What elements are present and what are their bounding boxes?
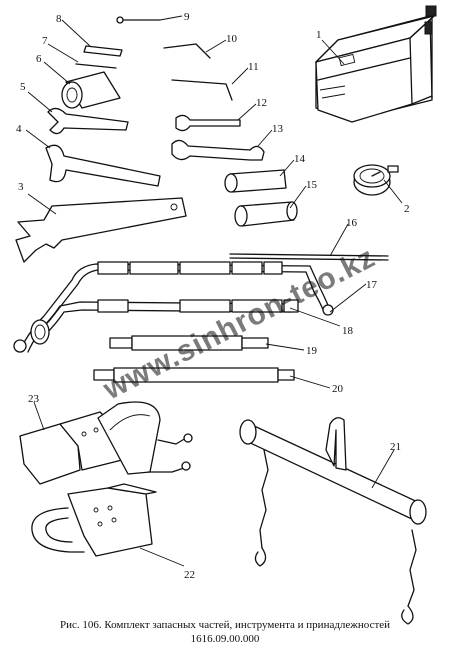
callout-3: 3 xyxy=(18,181,24,193)
callout-9: 9 xyxy=(184,11,190,23)
callout-12: 12 xyxy=(256,97,267,109)
item-8-tube xyxy=(61,19,123,57)
item-11-hex-key xyxy=(171,67,249,101)
callout-22: 22 xyxy=(184,569,195,581)
callout-10: 10 xyxy=(226,33,238,45)
figure-code: 1616.09.00.000 xyxy=(190,633,260,645)
item-16-rod xyxy=(229,223,389,261)
callout-21: 21 xyxy=(390,441,401,453)
item-12-spanner xyxy=(175,103,257,132)
callout-18: 18 xyxy=(342,325,354,337)
item-2-pressure-gauge xyxy=(353,164,403,204)
item-18-pipe xyxy=(30,299,341,345)
item-3-large-wrench xyxy=(15,193,187,263)
callout-15: 15 xyxy=(306,179,318,191)
callout-13: 13 xyxy=(272,123,284,135)
item-23-adapter xyxy=(19,401,193,485)
item-21-tow-bar xyxy=(239,417,427,625)
item-19-hose xyxy=(109,335,305,351)
item-22-hitch-block xyxy=(31,483,185,567)
callout-7: 7 xyxy=(42,35,48,47)
callout-4: 4 xyxy=(16,123,22,135)
callout-19: 19 xyxy=(306,345,318,357)
callout-16: 16 xyxy=(346,217,358,229)
callout-14: 14 xyxy=(294,153,306,165)
callout-11: 11 xyxy=(248,61,259,73)
item-9-bar xyxy=(116,15,183,24)
callout-8: 8 xyxy=(56,13,62,25)
item-1-toolbox xyxy=(315,5,437,123)
item-15-box-wrench xyxy=(234,185,307,227)
leader-1 xyxy=(321,39,345,65)
item-5-wrench xyxy=(27,91,129,135)
callout-6: 6 xyxy=(36,53,42,65)
figure-caption: Рис. 106. Комплект запасных частей, инст… xyxy=(59,619,391,631)
callout-20: 20 xyxy=(332,383,344,395)
callout-5: 5 xyxy=(20,81,26,93)
item-20-hose xyxy=(93,367,331,389)
item-4-wrench xyxy=(25,129,161,187)
item-10-hex-key xyxy=(163,39,227,59)
callout-17: 17 xyxy=(366,279,378,291)
item-6-sleeve xyxy=(43,61,121,109)
item-13-double-spanner xyxy=(171,129,273,161)
callout-1: 1 xyxy=(316,29,322,41)
callout-23: 23 xyxy=(28,393,40,405)
item-14-socket xyxy=(224,159,295,193)
callout-2: 2 xyxy=(404,203,410,215)
item-7-rod xyxy=(47,43,117,69)
callout-labels: 1 2 3 4 5 6 7 8 9 10 11 12 13 14 15 16 1… xyxy=(16,11,410,581)
